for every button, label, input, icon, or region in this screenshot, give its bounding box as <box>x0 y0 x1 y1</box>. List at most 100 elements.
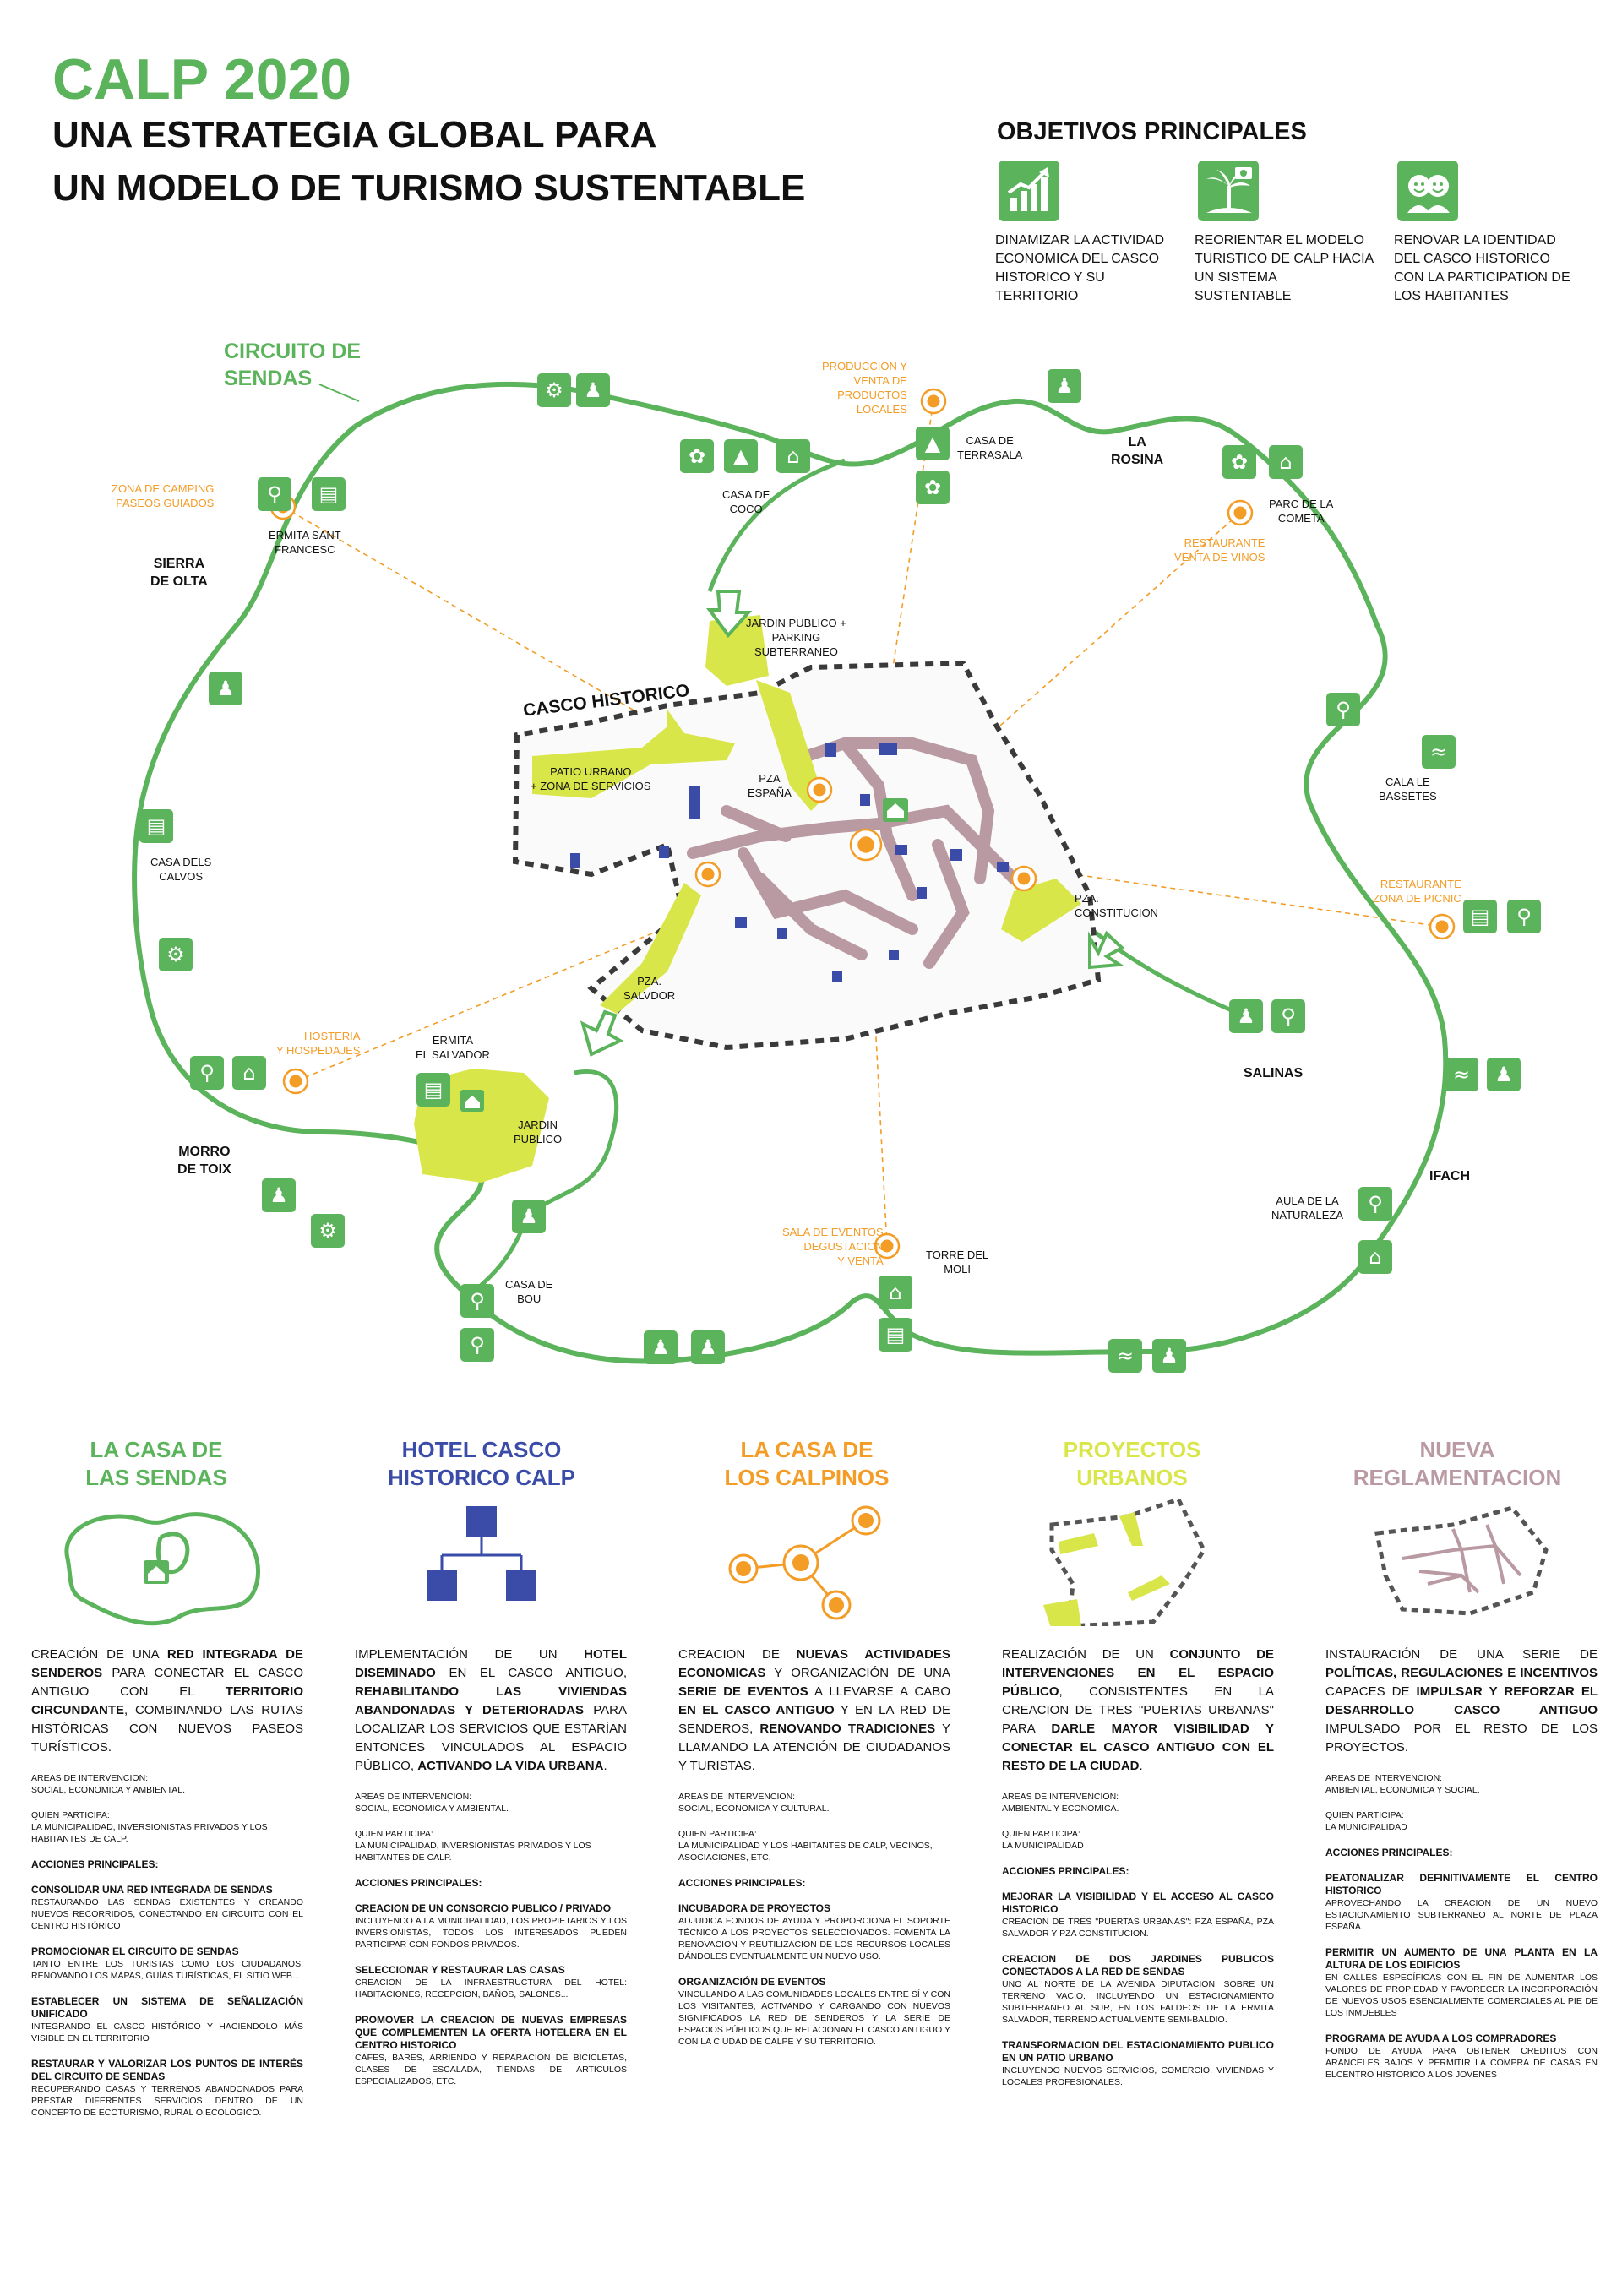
growth-chart-icon <box>999 161 1059 221</box>
bicycle-icon: ⚙ <box>311 1214 345 1248</box>
action-heading: TRANSFORMACION DEL ESTACIONAMIENTO PUBLI… <box>1002 2039 1274 2064</box>
label-zona-camping: ZONA DE CAMPING PASEOS GUIADOS <box>112 482 215 509</box>
zone-patio-urbano <box>532 710 735 798</box>
family-icon: ♟ <box>644 1330 678 1364</box>
restaurant-icon: ⚲ <box>460 1328 494 1362</box>
column-casa-calpinos: CREACION DE NUEVAS ACTIVIDADES ECONOMICA… <box>678 1647 951 2048</box>
action-heading: SELECCIONAR Y RESTAURAR LAS CASAS <box>355 1964 565 1976</box>
intro-segment: HOTEL DISEMINADO <box>355 1647 627 1680</box>
intro-segment: IMPLEMENTACIÓN DE UN <box>355 1647 585 1662</box>
yellow-zones <box>414 615 1081 1183</box>
action-description: APROVECHANDO LA CREACION DE UN NUEVO EST… <box>1325 1898 1598 1932</box>
intro-segment: CREACIÓN DE UNA <box>31 1647 167 1662</box>
intro-segment: ACTIVANDO LA VIDA URBANA <box>417 1759 604 1773</box>
action-description: CREACION DE LA INFRAESTRUCTURA DEL HOTEL… <box>355 1978 627 1999</box>
objective-2: REORIENTAR EL MODELO TURISTICO DE CALP H… <box>1195 161 1376 306</box>
label-ermita-sant-francesc: ERMITA SANT FRANCESC <box>269 529 341 556</box>
intro-segment: . <box>1139 1759 1143 1773</box>
action-description: UNO AL NORTE DE LA AVENIDA DIPUTACION, S… <box>1002 1979 1274 2025</box>
calpinos-illustration <box>728 1505 881 1620</box>
picnic-table-icon: ▤ <box>312 477 346 511</box>
action-description: CREACION DE TRES "PUERTAS URBANAS": PZA … <box>1002 1917 1274 1939</box>
objectives-title: OBJETIVOS PRINCIPALES <box>997 118 1307 145</box>
intro-text: REALIZACIÓN DE UN CONJUNTO DE INTERVENCI… <box>1002 1646 1274 1776</box>
hostel-icon: ⌂ <box>232 1056 266 1090</box>
swimmer-icon: ≈ <box>1108 1339 1142 1373</box>
intro-segment: Y EN LA RED DE SENDEROS, <box>678 1703 951 1736</box>
bicycle-icon: ⚙ <box>537 373 571 407</box>
intro-segment: CAPACES DE <box>1325 1684 1417 1699</box>
circuit-title-pointer <box>318 384 360 402</box>
action-heading: PERMITIR UN AUMENTO DE UNA PLANTA EN LA … <box>1325 1946 1598 1971</box>
subtitle-line-2: UN MODELO DE TURISMO SUSTENTABLE <box>52 167 806 209</box>
intro-segment: Y LLAMANDO LA ATENCIÓN DE CIUDADANOS Y T… <box>678 1722 950 1773</box>
home-marker-center <box>883 798 908 822</box>
label-sierra-olta: SIERRA DE OLTA <box>150 557 208 589</box>
intro-segment: POLÍTICAS, REGULACIONES E INCENTIVOS <box>1325 1666 1598 1680</box>
tree-icon: ▲ <box>724 439 758 473</box>
picnic-table-icon: ▤ <box>1463 900 1497 933</box>
label-pza-espana: PZA ESPAÑA <box>748 772 792 799</box>
intro-segment: CREACION DE <box>678 1647 797 1662</box>
action-description: RECUPERANDO CASAS Y TERRENOS ABANDONADOS… <box>31 2084 303 2118</box>
family-icon: ♟ <box>1487 1058 1521 1091</box>
intro-segment: EN EL CASCO ANTIGUO <box>678 1703 835 1717</box>
casco-boundary <box>512 660 1102 1051</box>
label-casa-bou: CASA DE BOU <box>505 1278 553 1305</box>
circuit-map <box>132 381 1456 1364</box>
intro-segment: Y ORGANIZACIÓN DE UNA <box>765 1666 950 1680</box>
intro-segment: , CONSISTENTES EN LA CREACION DE TRES "P… <box>1002 1684 1274 1736</box>
action-description: FONDO DE AYUDA PARA OBTENER CREDITOS CON… <box>1325 2046 1598 2080</box>
intro-segment: RED INTEGRADA DE SENDEROS <box>31 1647 304 1680</box>
telescope-icon: ⚲ <box>258 477 291 511</box>
circuit-path <box>132 381 1449 1364</box>
picnic-table-icon: ▤ <box>416 1073 450 1107</box>
hiker-icon: ♟ <box>262 1178 296 1212</box>
swimmer-icon: ≈ <box>1422 735 1456 769</box>
community-faces-icon <box>1397 161 1458 221</box>
action-heading: INCUBADORA DE PROYECTOS <box>678 1902 831 1914</box>
action-description: INCLUYENDO NUEVOS SERVICIOS, COMERCIO, V… <box>1002 2065 1274 2087</box>
label-casa-terrasala: CASA DE TERRASALA <box>957 434 1023 461</box>
objective-1-text: DINAMIZAR LA ACTIVIDAD ECONOMICA DEL CAS… <box>995 233 1165 303</box>
intro-segment: REALIZACIÓN DE UN <box>1002 1647 1170 1662</box>
intro-segment: TERRITORIO CIRCUNDANTE <box>31 1684 303 1717</box>
label-jardin-publico: JARDIN PUBLICO <box>514 1118 563 1145</box>
entrance-arrows <box>580 590 1125 1057</box>
action-description: INTEGRANDO EL CASCO HISTÓRICO Y HACIENDO… <box>31 2021 303 2043</box>
proyectos-illustration <box>1043 1499 1206 1626</box>
hostel-icon: ⌂ <box>1358 1240 1392 1274</box>
action-heading: PROMOCIONAR EL CIRCUITO DE SENDAS <box>31 1945 239 1957</box>
actions-list: MEJORAR LA VISIBILIDAD Y EL ACCESO AL CA… <box>1002 1891 1274 2088</box>
label-salinas: SALINAS <box>1244 1066 1304 1080</box>
action-item: TRANSFORMACION DEL ESTACIONAMIENTO PUBLI… <box>1002 2039 1274 2088</box>
action-item: PERMITIR UN AUMENTO DE UNA PLANTA EN LA … <box>1325 1946 1598 2019</box>
intro-text: INSTAURACIÓN DE UNA SERIE DE POLÍTICAS, … <box>1325 1646 1598 1757</box>
home-marker-salvador <box>460 1090 484 1112</box>
telescope-icon: ⚲ <box>1271 999 1305 1033</box>
intro-segment: RENOVANDO TRADICIONES <box>759 1722 936 1736</box>
hiker-icon: ♟ <box>691 1330 725 1364</box>
intro-segment: IMPULSADO POR EL RESTO DE LOS PROYECTOS. <box>1325 1722 1598 1755</box>
label-pza-salvdor: PZA. SALVDOR <box>623 975 676 1002</box>
bicycle-icon: ⚙ <box>159 938 193 971</box>
column-casa-sendas: CREACIÓN DE UNA RED INTEGRADA DE SENDERO… <box>31 1647 304 2119</box>
label-hosteria: HOSTERIA Y HOSPEDAJES <box>276 1030 361 1057</box>
subtitle-line-1: UNA ESTRATEGIA GLOBAL PARA <box>52 114 657 155</box>
restaurant-icon: ⚲ <box>1507 900 1541 933</box>
objective-2-text: REORIENTAR EL MODELO TURISTICO DE CALP H… <box>1195 233 1374 303</box>
intro-segment: . <box>603 1759 607 1773</box>
label-ifach: IFACH <box>1429 1169 1470 1183</box>
label-sala-eventos: SALA DE EVENTOS DEGUSTACION Y VENTA <box>782 1226 884 1267</box>
picnic-table-icon: ▤ <box>879 1318 912 1352</box>
action-description: VINCULANDO A LAS COMUNIDADES LOCALES ENT… <box>678 1989 950 2047</box>
street-network <box>687 737 1020 969</box>
action-item: RESTAURAR Y VALORIZAR LOS PUNTOS DE INTE… <box>31 2058 303 2119</box>
swimmer-icon: ≈ <box>1445 1058 1478 1091</box>
